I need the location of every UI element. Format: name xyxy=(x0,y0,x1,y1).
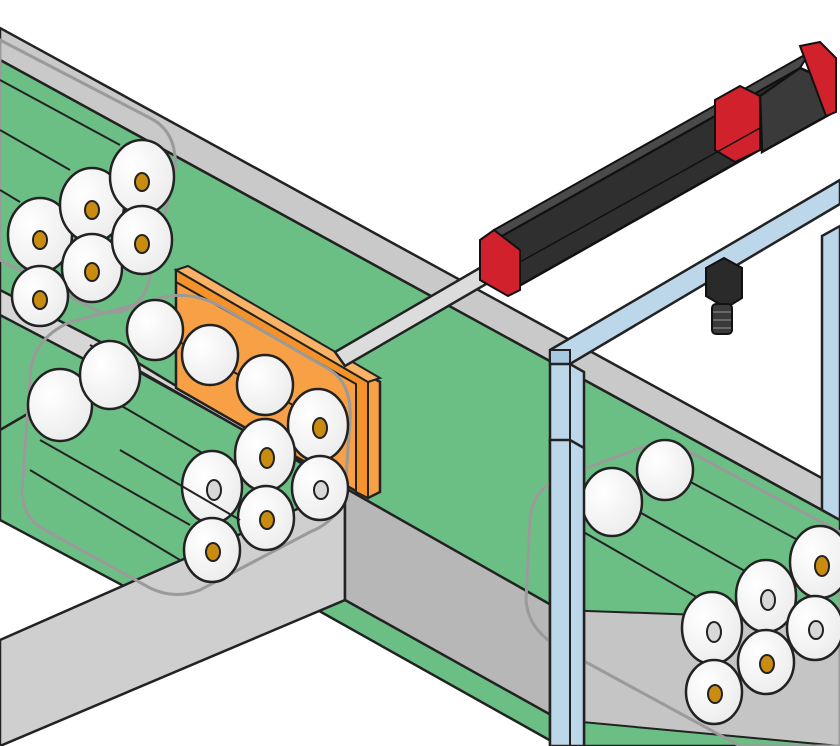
roll-core xyxy=(259,510,275,530)
roll-bundle-center xyxy=(20,293,352,596)
roll-core xyxy=(134,234,150,254)
roll-core xyxy=(760,589,776,611)
shrink-wrap-outline xyxy=(0,38,177,315)
roll-core xyxy=(814,555,830,577)
roll-core xyxy=(707,684,723,704)
roll xyxy=(26,367,94,443)
roll-bundle-right xyxy=(524,438,840,746)
roll-bundle-top-left xyxy=(0,38,177,328)
roll xyxy=(78,339,142,411)
actuator-rear-cap xyxy=(798,40,837,118)
roll xyxy=(635,438,695,502)
sensor-frame-front xyxy=(548,438,586,746)
roll xyxy=(580,466,644,538)
roll-core xyxy=(759,654,775,674)
roll-bodies xyxy=(0,79,121,203)
sensor-thread xyxy=(711,303,733,335)
roll-core xyxy=(259,447,275,469)
roll-core xyxy=(32,230,48,250)
roll-core xyxy=(134,172,150,192)
actuator-end-cap-front xyxy=(479,228,521,298)
linear-actuator xyxy=(479,40,837,298)
roll xyxy=(180,323,240,387)
roll-core xyxy=(312,417,328,439)
roll xyxy=(235,353,295,417)
roll-core xyxy=(313,480,329,500)
roll-core xyxy=(84,200,100,220)
roll-core xyxy=(205,542,221,562)
pusher-plate-top xyxy=(173,264,383,384)
main-conveyor-belt xyxy=(0,58,840,746)
roll-row xyxy=(6,138,176,328)
actuator-red-band xyxy=(714,84,761,164)
frame-post-right xyxy=(820,224,840,522)
roll-core xyxy=(84,262,100,282)
sensor-thread-lines xyxy=(713,311,731,329)
actuator-groove xyxy=(519,127,761,263)
roll-core xyxy=(808,620,824,640)
roll-core xyxy=(706,621,722,643)
roll-core xyxy=(32,290,48,310)
roll-bodies xyxy=(29,439,241,561)
frame-post-left-front xyxy=(548,438,586,746)
roll-core xyxy=(206,479,222,501)
proximity-sensor xyxy=(705,256,743,335)
roll xyxy=(125,298,185,362)
main-conveyor-back-rail xyxy=(0,26,840,522)
shrink-wrap-outline xyxy=(20,293,352,596)
sensor-housing xyxy=(705,256,743,310)
